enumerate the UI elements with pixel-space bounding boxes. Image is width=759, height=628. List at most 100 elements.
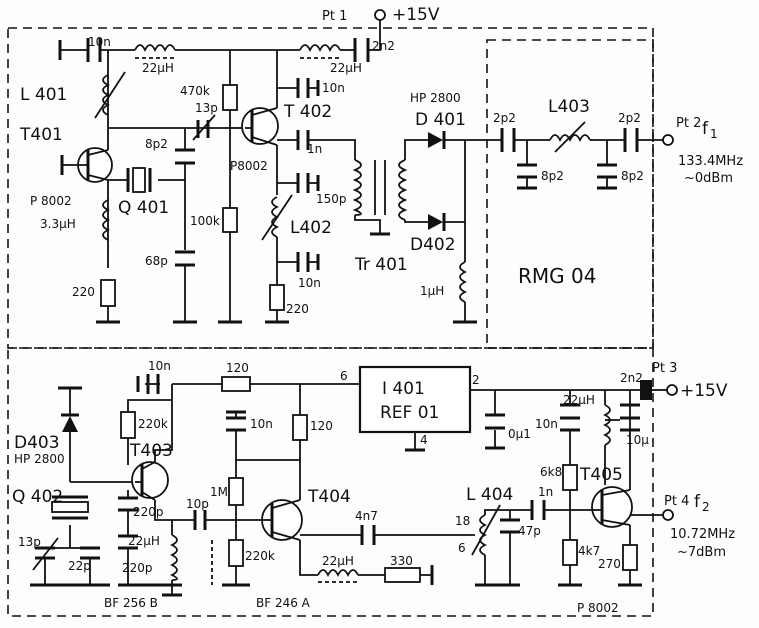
- pt2-label: Pt 2: [676, 116, 701, 131]
- t404-label: T404: [307, 487, 351, 507]
- r-220k-b-label: 220k: [245, 549, 275, 563]
- bottom-wiring: [45, 383, 668, 595]
- l-1uh-label: 1µH: [420, 284, 444, 298]
- c-4n7-label: 4n7: [355, 509, 378, 523]
- c-10n-b-label: 10n: [322, 81, 345, 95]
- bottom-components: [30, 365, 678, 597]
- rmg04-border: [486, 39, 654, 349]
- pt4-f-label: f: [694, 492, 701, 512]
- ic-type-label: REF 01: [380, 403, 439, 423]
- c-13p-bottom-label: 13p: [18, 535, 41, 549]
- tr401-label: Tr 401: [354, 255, 408, 275]
- c-10n-c-label: 10n: [298, 276, 321, 290]
- c-1n-bottom-label: 1n: [538, 485, 553, 499]
- pt3-label: Pt 3: [652, 361, 677, 376]
- r-220k-a-label: 220k: [138, 417, 168, 431]
- pt2-f-subscript: 1: [710, 127, 718, 141]
- l404-tap18: 18: [455, 514, 470, 528]
- l404-label: L 404: [466, 485, 513, 505]
- d401-type-label: HP 2800: [410, 91, 461, 105]
- r-100k-label: 100k: [190, 214, 220, 228]
- d403-type-label: HP 2800: [14, 452, 65, 466]
- c-150p-label: 150p: [316, 192, 347, 206]
- l-22uh-2-label: 22µH: [330, 61, 362, 75]
- c-10n-b-bottom-label: 10n: [250, 417, 273, 431]
- bottom-module-border: [7, 347, 654, 617]
- r-1m-label: 1M: [210, 485, 228, 499]
- r-330-label: 330: [390, 554, 413, 568]
- r-270-label: 270: [598, 557, 621, 571]
- c-47p-label: 47p: [518, 524, 541, 538]
- t402-type-label: P8002: [230, 159, 268, 173]
- l401-label: L 401: [20, 85, 67, 105]
- pt2-f-label: f: [702, 119, 709, 139]
- t401-label: T401: [19, 125, 63, 145]
- ic-pin2-label: 2: [472, 373, 480, 387]
- t403-label: T403: [129, 441, 173, 461]
- c-10u-label: 10µ: [626, 433, 649, 447]
- r-6k8-label: 6k8: [540, 465, 562, 479]
- c-2n2-bottom-label: 2n2: [620, 371, 643, 385]
- c-10n-a-label: 10n: [148, 359, 171, 373]
- c-68p-label: 68p: [145, 254, 168, 268]
- l403-label: L403: [548, 97, 590, 117]
- c-13p-top-label: 13p: [195, 101, 218, 115]
- t402-label: T 402: [283, 102, 332, 122]
- l-3-3uh-label: 3.3µH: [40, 217, 76, 231]
- pt2-level: ~0dBm: [684, 171, 733, 186]
- t404-type-label: BF 246 A: [256, 596, 311, 610]
- t405-type-label: P 8002: [577, 601, 619, 615]
- r-120-b-label: 120: [310, 419, 333, 433]
- l-22uh-c-label: 22µH: [563, 393, 595, 407]
- c-1n-top-label: 1n: [307, 142, 322, 156]
- pt4-frequency: 10.72MHz: [670, 527, 735, 542]
- pt4-f-subscript: 2: [702, 500, 710, 514]
- c-8p2-a-label: 8p2: [145, 137, 168, 151]
- t403-type-label: BF 256 B: [104, 596, 158, 610]
- c-10p-label: 10p: [186, 497, 209, 511]
- c-0u1-label: 0µ1: [508, 427, 531, 441]
- pt1-voltage: +15V: [392, 5, 440, 25]
- top-wiring: [60, 20, 663, 322]
- top-components: [58, 9, 674, 324]
- t405-label: T405: [579, 465, 623, 485]
- c-2n2-top-label: 2n2: [372, 39, 395, 53]
- c-8p2-b-label: 8p2: [541, 169, 564, 183]
- d401-label: D 401: [415, 110, 466, 130]
- r-120-a-label: 120: [226, 361, 249, 375]
- c-220p-a-label: 220p: [133, 505, 164, 519]
- c-8p2-c-label: 8p2: [621, 169, 644, 183]
- c-220p-b-label: 220p: [122, 561, 153, 575]
- rmg04-label: RMG 04: [518, 264, 596, 288]
- t401-type-label: P 8002: [30, 194, 72, 208]
- r-220-a-label: 220: [72, 285, 95, 299]
- c-10n-c-bottom-label: 10n: [535, 417, 558, 431]
- pt1-label: Pt 1: [322, 9, 347, 24]
- c-10n-in-label: 10n: [88, 35, 111, 49]
- ic-pin6-label: 6: [340, 369, 348, 383]
- ic-name-label: I 401: [382, 379, 425, 399]
- l402-label: L402: [290, 218, 332, 238]
- l-22uh-b-label: 22µH: [322, 554, 354, 568]
- pt4-level: ~7dBm: [677, 545, 726, 560]
- pt3-voltage: +15V: [680, 381, 728, 401]
- l-22uh-a-label: 22µH: [128, 534, 160, 548]
- pt4-label: Pt 4: [664, 494, 689, 509]
- l-22uh-1-label: 22µH: [142, 61, 174, 75]
- q401-label: Q 401: [118, 198, 169, 218]
- pt2-frequency: 133.4MHz: [678, 154, 743, 169]
- top-module-border: [7, 27, 654, 349]
- ic-pin4-label: 4: [420, 433, 428, 447]
- labels: Pt 1 +15V 10n 22µH 22µH 2n2 L 401 T401 P…: [12, 5, 743, 615]
- r-4k7-label: 4k7: [578, 544, 600, 558]
- c-2p2-a-label: 2p2: [493, 111, 516, 125]
- c-2p2-b-label: 2p2: [618, 111, 641, 125]
- r-470k-label: 470k: [180, 84, 210, 98]
- c-22p-label: 22p: [68, 559, 91, 573]
- q402-label: Q 402: [12, 487, 63, 507]
- d402-label: D402: [410, 235, 456, 255]
- l404-tap6: 6: [458, 541, 466, 555]
- r-220-b-label: 220: [286, 302, 309, 316]
